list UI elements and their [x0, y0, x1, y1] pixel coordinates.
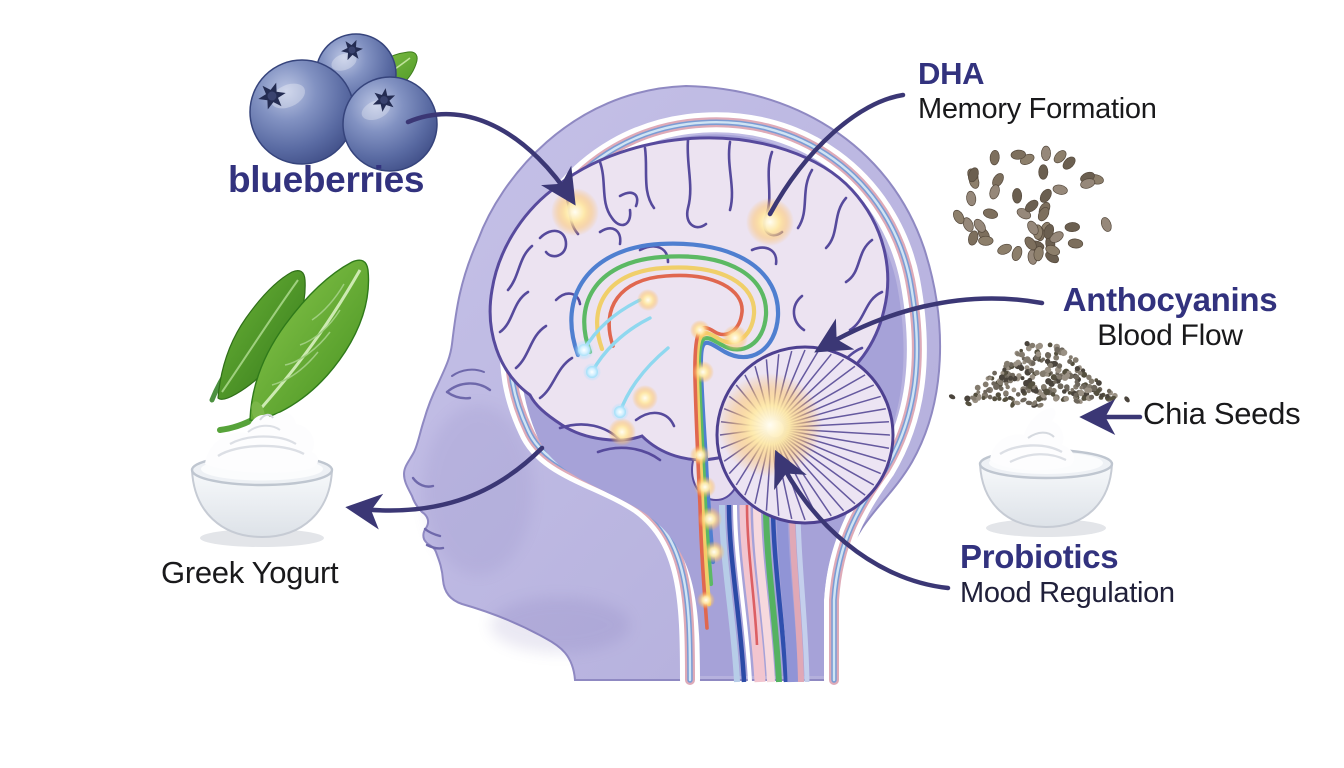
closed-eye [445, 382, 492, 394]
probiotics-title: Probiotics [960, 538, 1119, 575]
chia-seeds-label: Chia Seeds [1143, 396, 1301, 431]
arrow-blueberries-to-brain [405, 111, 576, 206]
anthocyanins-label-block: Anthocyanins Blood Flow [1056, 281, 1284, 352]
dha-label-block: DHA Memory Formation [918, 56, 1157, 125]
cheek-shading [423, 405, 533, 575]
probiotics-label-block: Probiotics Mood Regulation [960, 538, 1175, 609]
greek-yogurt-label: Greek Yogurt [161, 555, 339, 590]
anthocyanins-subtitle: Blood Flow [1097, 318, 1243, 352]
chia-seeds-pile-illustration [948, 341, 1130, 408]
probiotics-subtitle: Mood Regulation [960, 576, 1175, 609]
seeds-scatter-illustration [952, 145, 1112, 265]
yogurt-bowl-illustration [978, 408, 1114, 537]
neck-shading [490, 597, 630, 653]
arrow-head-to-greek-yogurt [345, 445, 545, 530]
upper-lip-line [423, 527, 442, 538]
lower-lip-line [425, 543, 445, 550]
arrow-probiotics-to-cerebellum [774, 449, 951, 591]
connector-arrows [345, 92, 1143, 591]
blueberries-illustration [249, 33, 438, 172]
face-features [411, 368, 492, 550]
spinach-leaves-illustration [209, 259, 370, 433]
line-brain-to-dha [767, 92, 906, 217]
spinal-cord-stripes [719, 504, 810, 683]
blueberries-label: blueberries [228, 159, 425, 200]
dha-title: DHA [918, 56, 985, 91]
greek-yogurt-bowl-illustration [190, 401, 334, 547]
arrow-anthocyanins-to-cerebellum [814, 296, 1045, 353]
dha-subtitle: Memory Formation [918, 92, 1157, 125]
head-brain-illustration [402, 84, 942, 690]
nostril [411, 476, 435, 488]
blueberry-calyx [258, 39, 396, 112]
anthocyanins-title: Anthocyanins [1062, 281, 1278, 318]
